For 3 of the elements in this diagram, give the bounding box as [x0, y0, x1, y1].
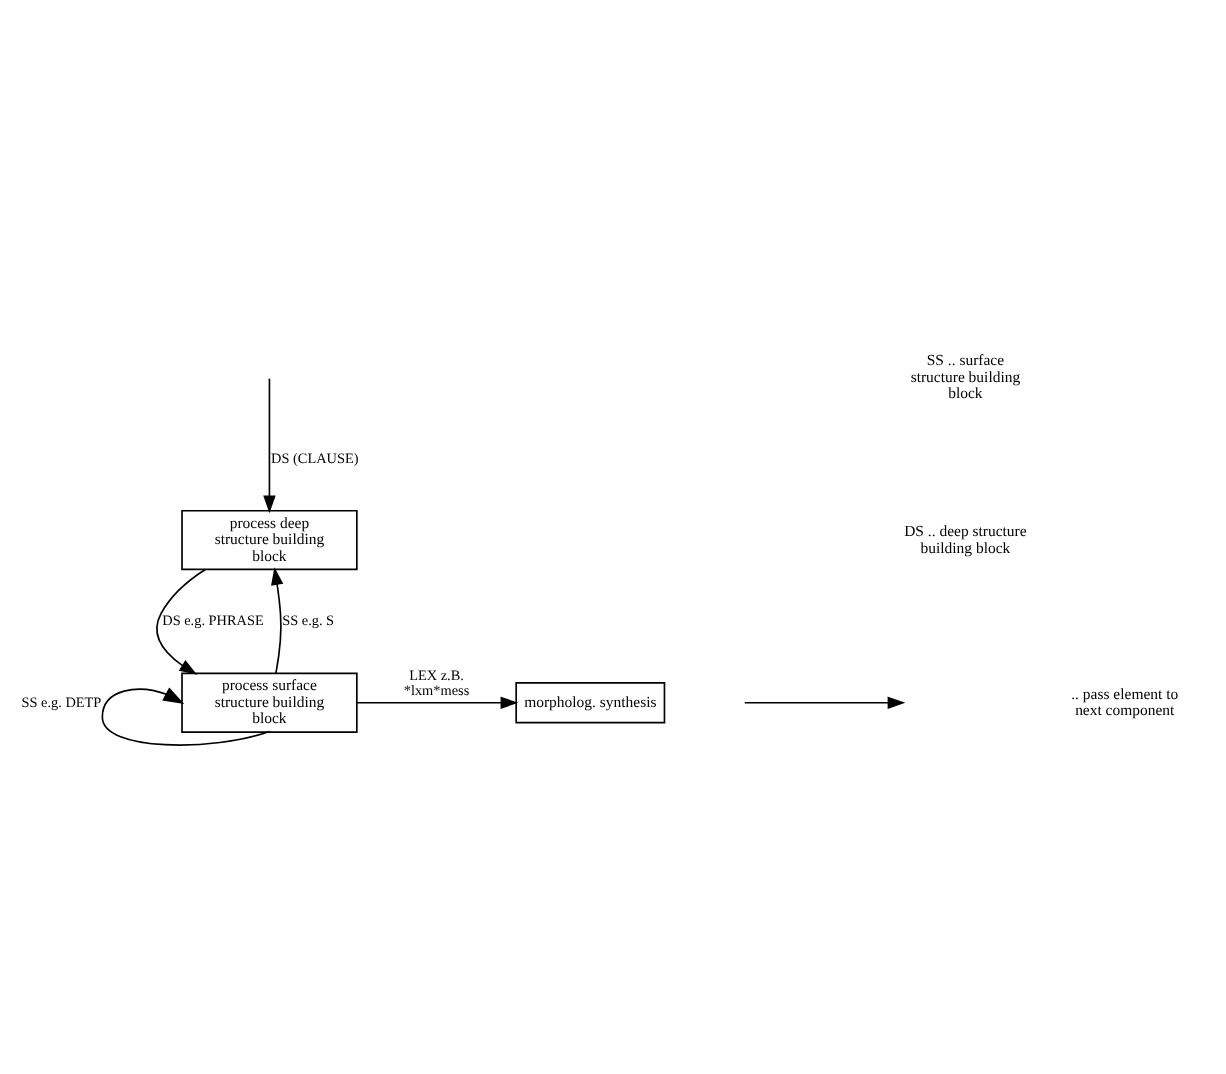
- label: SS .. surface structure building block: [910, 349, 1021, 402]
- legend-label: .. pass element to next component: [1071, 683, 1179, 719]
- label: DS .. deep structure building block: [904, 520, 1027, 556]
